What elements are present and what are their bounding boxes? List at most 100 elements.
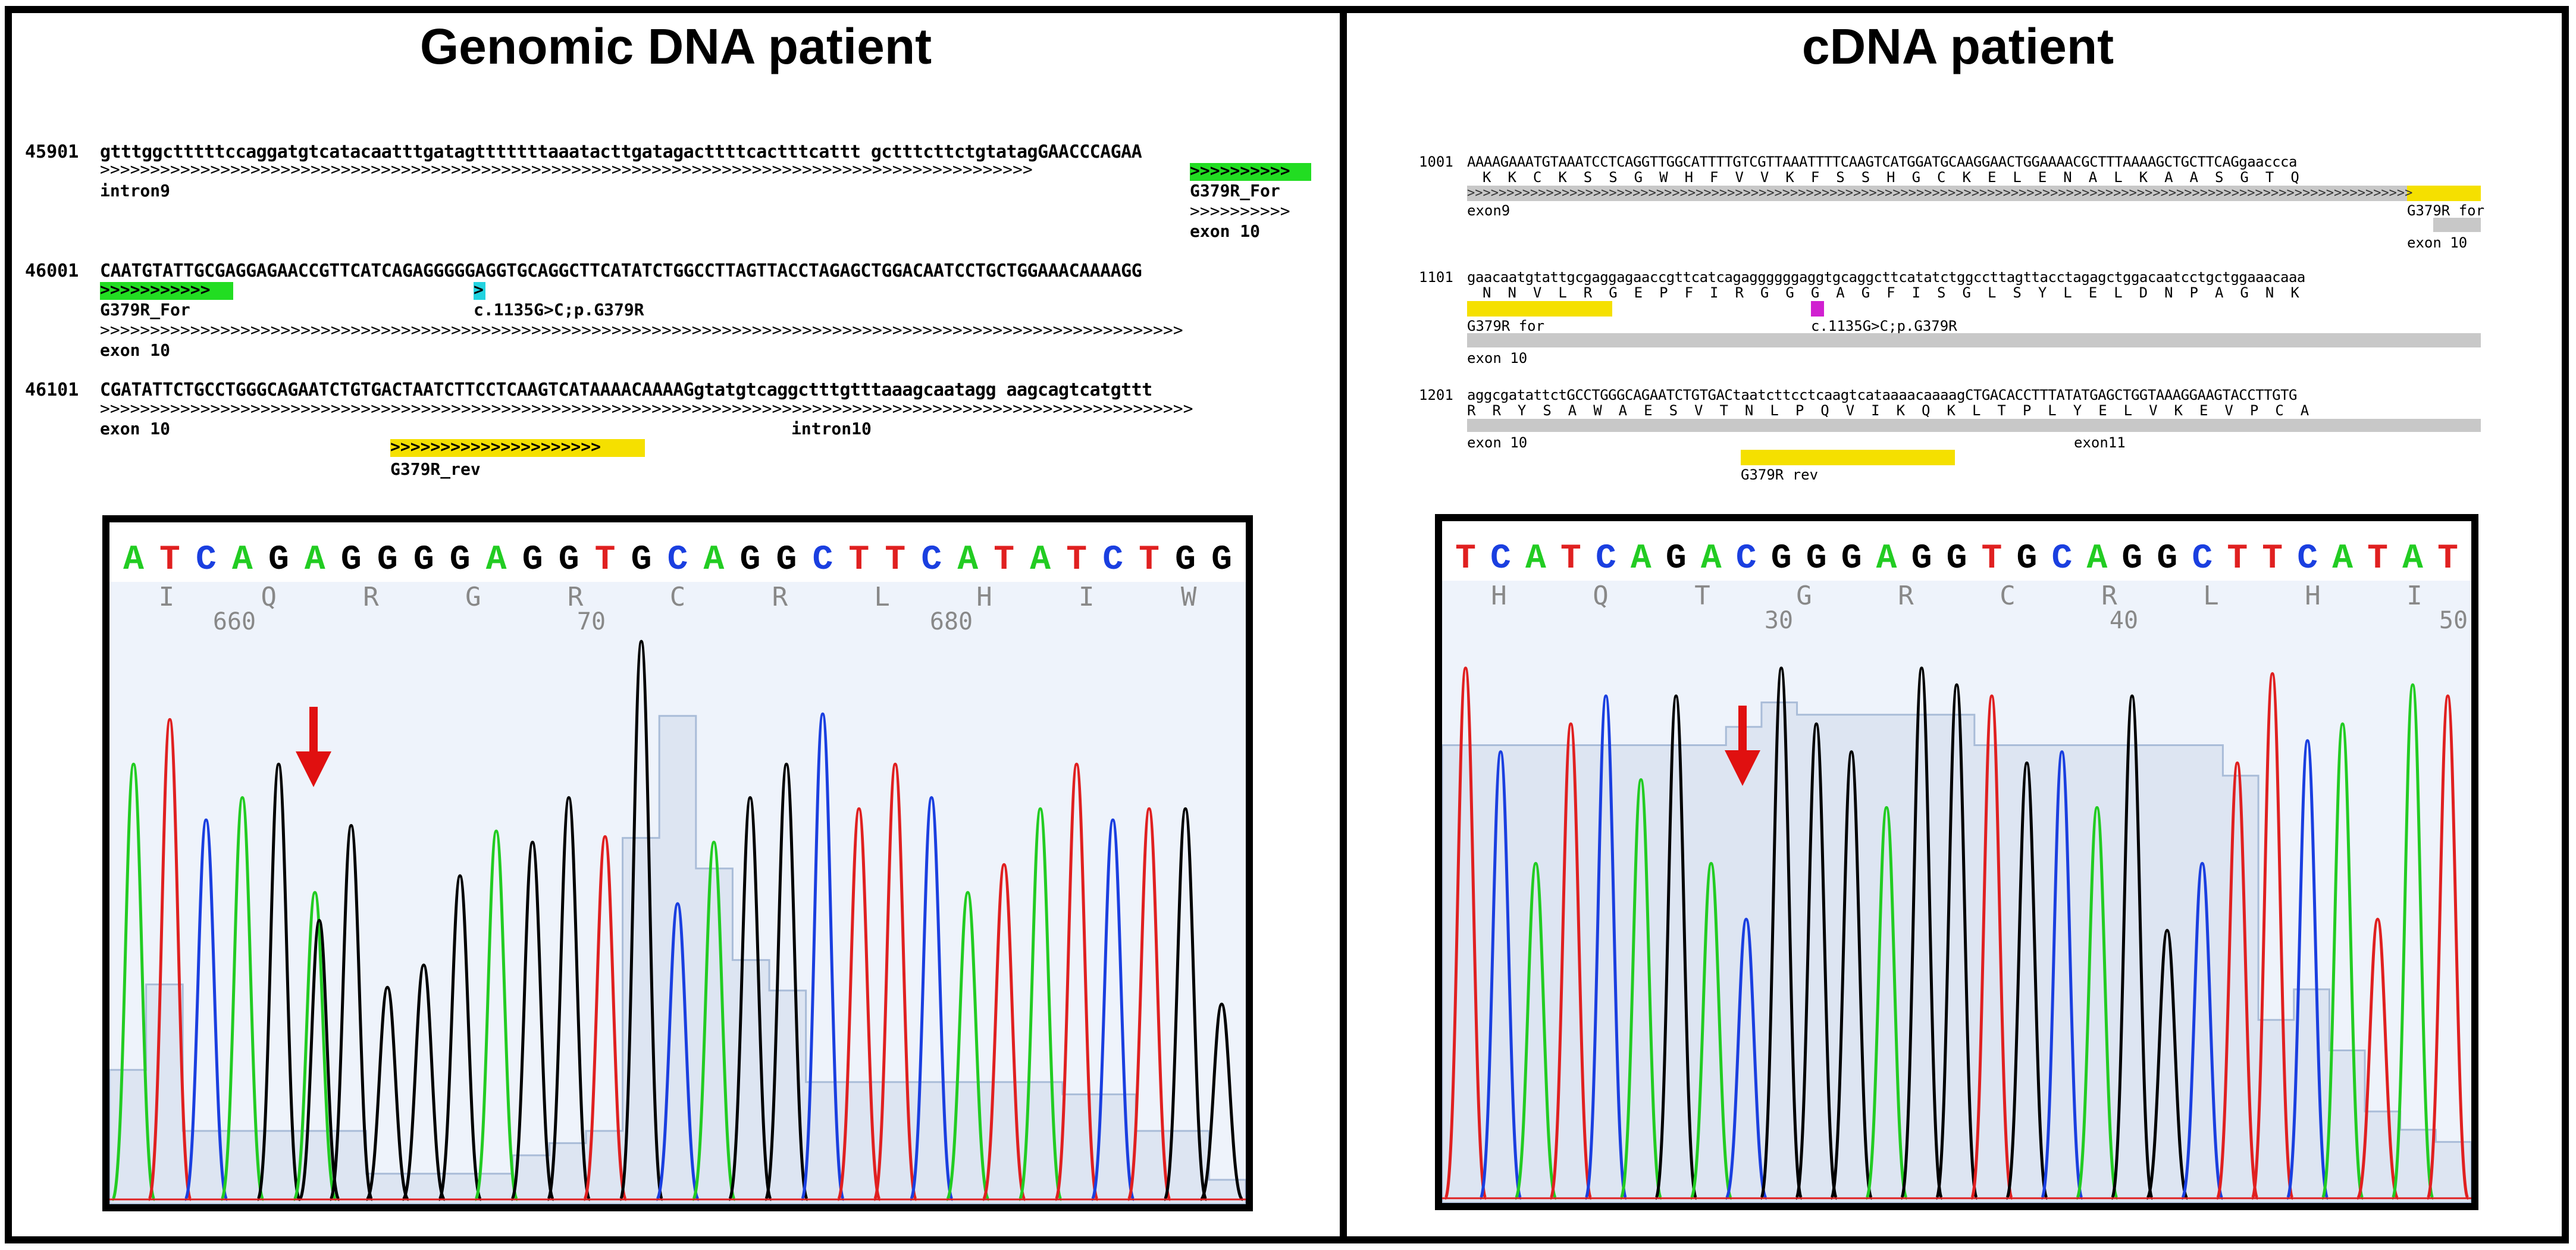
trace-peak [1584, 694, 1628, 1200]
left-exon-arrows-3: >>>>>>>>>>>>>>>>>>>>>>>>>>>>>>>>>>>>>>>>… [100, 399, 1193, 418]
right-mutation-label: c.1135G>C;p.G379R [1811, 318, 1957, 334]
amino-acid-label: L [2203, 581, 2219, 611]
right-feature-primer-for-2: G379R_for [1467, 318, 1545, 334]
base-call: G [776, 541, 797, 579]
left-forward-primer-highlight-1 [1190, 163, 1311, 181]
trace-peak [1478, 750, 1523, 1200]
panel-divider [1340, 6, 1347, 1243]
base-call: A [1525, 540, 1546, 578]
trace-peak [2110, 694, 2154, 1200]
right-block3-translation: R R Y S A W A E S V T N L P Q V I K Q K … [1467, 402, 2309, 419]
trace-peak [401, 963, 447, 1201]
chromatogram-header [109, 522, 1246, 582]
base-call: A [486, 541, 507, 579]
base-call: G [1771, 540, 1792, 578]
amino-acid-label: I [2406, 581, 2423, 611]
right-block3-position: 1201 [1419, 387, 1453, 403]
trace-peak [800, 712, 845, 1201]
trace-peak [1654, 694, 1698, 1200]
trace-peak [1724, 917, 1768, 1200]
amino-acid-label: R [363, 582, 379, 612]
trace-peak [728, 796, 773, 1201]
amino-acid-label: Q [1593, 581, 1609, 611]
base-call: T [1139, 541, 1159, 579]
base-call: C [2297, 540, 2318, 578]
right-panel-title: cDNA patient [1801, 18, 2114, 74]
trace-peak [1689, 861, 1733, 1200]
left-exon-arrows-1: >>>>>>>>>> [1190, 201, 1290, 221]
right-exon9-bar [1467, 186, 2407, 201]
trace-peak [1829, 750, 1873, 1200]
trace-peak [1619, 778, 1663, 1200]
base-call: A [2086, 540, 2107, 578]
base-call: T [885, 541, 905, 579]
base-call: G [631, 541, 652, 579]
base-call: A [957, 541, 978, 579]
base-call: G [450, 541, 471, 579]
base-call: T [1066, 541, 1087, 579]
base-call: G [2017, 540, 2038, 578]
base-call: A [1876, 540, 1897, 578]
right-exon10-bar [1467, 333, 2481, 347]
trace-peak [147, 718, 193, 1201]
trace-peak [1935, 683, 1979, 1200]
trace-peak [2145, 929, 2189, 1200]
trace-peak [908, 796, 954, 1201]
trace-peak [1126, 807, 1172, 1201]
left-feature-primer-for-2: G379R_For [100, 300, 190, 319]
base-call: C [2051, 540, 2072, 578]
trace-peak [2040, 750, 2084, 1200]
base-call: G [2121, 540, 2142, 578]
base-call: A [305, 541, 325, 579]
trace-peak [546, 796, 591, 1201]
base-call: G [1175, 541, 1196, 579]
right-reverse-primer-highlight [1741, 450, 1955, 465]
right-mutation-highlight [1811, 301, 1824, 317]
right-forward-primer-highlight-1 [2407, 186, 2481, 201]
base-call: G [522, 541, 543, 579]
base-call: C [1596, 540, 1616, 578]
base-call: T [994, 541, 1014, 579]
base-call: C [667, 541, 688, 579]
left-forward-primer-arrows-1: >>>>>>>>>> [1190, 161, 1290, 180]
left-block2-sequence: CAATGTATTGCGAGGAGAACCGTTCATCAGAGGGGGAGGT… [100, 261, 1142, 281]
right-exon10-bar-start [2433, 218, 2481, 232]
amino-acid-label: R [2101, 581, 2117, 611]
left-block3-position: 46101 [25, 380, 79, 400]
base-call: A [232, 541, 253, 579]
trace-peak [945, 891, 991, 1201]
left-block3-sequence: CGATATTCTGCCTGGGCAGAATCTGTGACTAATCTTCCTC… [100, 380, 1152, 400]
trace-peak [764, 762, 809, 1201]
left-reverse-primer-arrows: >>>>>>>>>>>>>>>>>>>>> [390, 437, 601, 456]
trace-peak [1054, 762, 1099, 1201]
trace-peak [1443, 666, 1488, 1200]
ruler-label: 30 [1765, 607, 1793, 634]
amino-acid-label: I [159, 582, 175, 612]
amino-acid-label: T [1694, 581, 1710, 611]
trace-peak [437, 874, 482, 1201]
figure-frame [5, 6, 2569, 1243]
base-call: A [1030, 541, 1051, 579]
trace-peak [2390, 683, 2435, 1200]
left-exon-arrows-2: >>>>>>>>>>>>>>>>>>>>>>>>>>>>>>>>>>>>>>>>… [100, 320, 1183, 340]
trace-peak [510, 841, 555, 1201]
trace-peak [328, 824, 374, 1201]
heterozygous-peak [297, 919, 341, 1201]
ruler-label: 660 [213, 608, 256, 635]
base-call: C [1490, 540, 1511, 578]
left-feature-exon10-1: exon 10 [1190, 221, 1261, 241]
base-call: T [2437, 540, 2458, 578]
base-call: C [812, 541, 833, 579]
amino-acid-label: C [2000, 581, 2016, 611]
trace-peak [111, 762, 156, 1201]
base-call: G [341, 541, 362, 579]
trace-peak [183, 818, 229, 1201]
right-block2-sequence: gaacaatgtattgcgaggagaaccgttcatcagagggggg… [1467, 269, 2305, 286]
base-call: A [2332, 540, 2353, 578]
chromatogram-header [1442, 521, 2471, 581]
right-forward-primer-highlight-2 [1467, 301, 1612, 317]
right-feature-primer-for-1: G379R_for [2407, 202, 2485, 219]
